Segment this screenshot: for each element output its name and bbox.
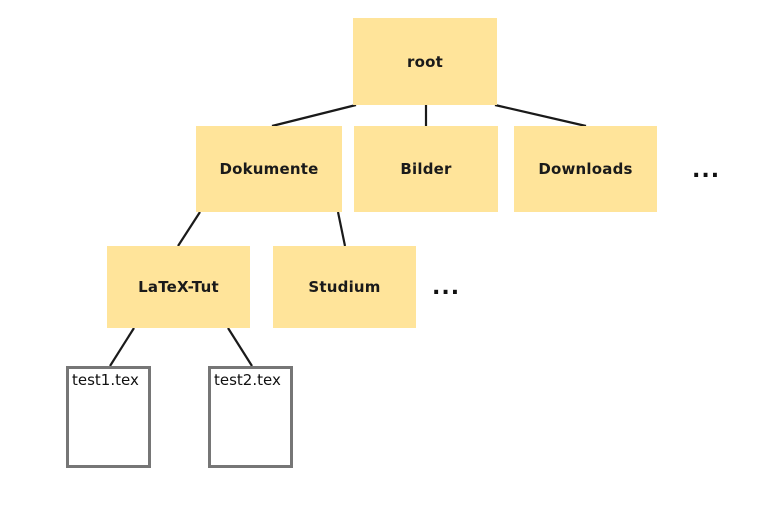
node-label-test1: test1.tex [72, 371, 139, 389]
file-node-test2[interactable]: test2.tex [208, 366, 293, 468]
edge-latextut-to-test1 [109, 327, 135, 367]
folder-node-latextut[interactable]: LaTeX-Tut [107, 246, 250, 328]
ellipsis-dokumente-level: ... [432, 275, 461, 300]
node-label-test2: test2.tex [214, 371, 281, 389]
folder-node-root[interactable]: root [353, 18, 497, 105]
node-label-bilder: Bilder [400, 160, 452, 178]
edge-dokumente-to-latextut [177, 211, 201, 247]
edge-dokumente-to-studium [336, 211, 347, 247]
node-label-latextut: LaTeX-Tut [138, 278, 219, 296]
folder-node-dokumente[interactable]: Dokumente [196, 126, 342, 212]
folder-node-studium[interactable]: Studium [273, 246, 416, 328]
file-node-test1[interactable]: test1.tex [66, 366, 151, 468]
node-label-studium: Studium [308, 278, 381, 296]
folder-node-downloads[interactable]: Downloads [514, 126, 657, 212]
edge-latextut-to-test2 [227, 327, 253, 367]
node-label-downloads: Downloads [538, 160, 633, 178]
ellipsis-root-level: ... [692, 158, 721, 183]
folder-node-bilder[interactable]: Bilder [354, 126, 498, 212]
node-label-root: root [407, 52, 443, 71]
edge-root-to-dokumente [271, 103, 357, 128]
node-label-dokumente: Dokumente [219, 160, 319, 178]
edge-root-to-downloads [494, 103, 587, 128]
